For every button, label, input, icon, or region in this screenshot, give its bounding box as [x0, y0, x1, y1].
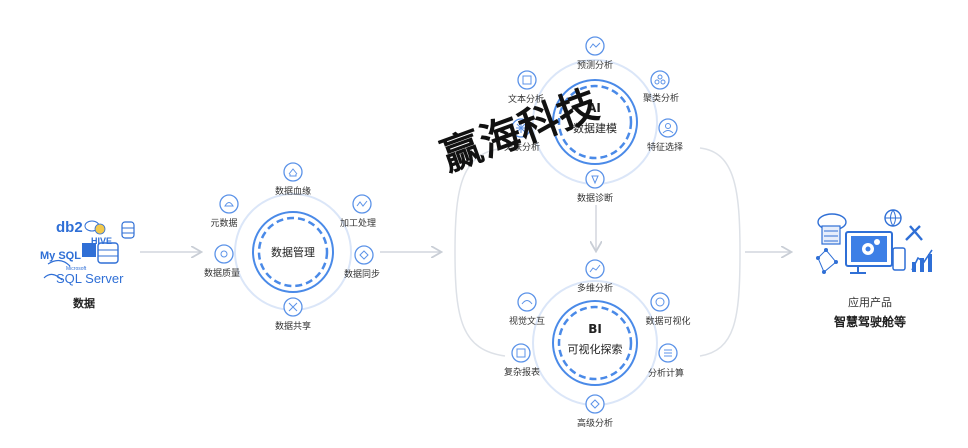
metadata-icon — [219, 194, 239, 214]
mgmt-node-quality: 数据质量 — [203, 269, 241, 279]
mgmt-node-processing: 加工处理 — [339, 219, 377, 229]
right-bracket — [699, 147, 741, 357]
cluster-icon — [650, 70, 670, 90]
bi-node-visualization: 数据可视化 — [645, 317, 691, 327]
ai-node-feature: 特征选择 — [646, 143, 684, 153]
sqlserver-logo: SQL Server — [56, 271, 124, 286]
lineage-icon — [283, 162, 303, 182]
ai-node-forecast: 预测分析 — [576, 61, 614, 71]
visualization-icon — [650, 292, 670, 312]
mgmt-node-sync: 数据同步 — [343, 270, 381, 280]
bi-group — [532, 280, 658, 406]
bi-node-advanced: 高级分析 — [576, 419, 614, 429]
bi-node-calculation: 分析计算 — [647, 369, 685, 379]
db2-logo: db2 — [56, 219, 83, 236]
bi-center-sub: 可视化探索 — [567, 343, 623, 356]
advanced-icon — [585, 394, 605, 414]
bi-node-visual-interaction: 视觉文互 — [508, 317, 546, 327]
ai-center-sub: 数据建模 — [573, 122, 617, 135]
source-label: 数据 — [73, 297, 95, 310]
output-sub: 智慧驾驶舱等 — [833, 315, 907, 329]
mysql-logo: My SQL — [40, 250, 81, 262]
mgmt-center-title: 数据管理 — [271, 246, 315, 259]
text-analysis-icon — [517, 70, 537, 90]
ai-node-association: 关联分析 — [503, 143, 541, 153]
ai-node-cluster: 聚类分析 — [642, 94, 680, 104]
output-illustration — [816, 209, 933, 274]
mgmt-node-lineage: 数据血缘 — [274, 187, 312, 197]
diagnosis-icon — [585, 169, 605, 189]
ai-node-diagnosis: 数据诊断 — [576, 194, 614, 204]
mgmt-node-metadata: 元数据 — [210, 219, 238, 229]
hive-logo: HIVE — [91, 236, 113, 246]
bi-node-multidim: 多维分析 — [576, 284, 614, 294]
quality-icon — [214, 244, 234, 264]
bi-node-report: 复杂报表 — [503, 368, 541, 378]
ai-node-text: 文本分析 — [507, 95, 545, 105]
output-label: 应用产品 — [848, 296, 892, 309]
ai-center-title: AI — [587, 101, 601, 115]
left-bracket — [454, 147, 506, 357]
bi-center-title: BI — [588, 322, 602, 336]
source-logos — [43, 220, 135, 281]
report-icon — [511, 343, 531, 363]
mgmt-node-share: 数据共享 — [274, 322, 312, 332]
sync-icon — [354, 245, 374, 265]
visual-interaction-icon — [517, 292, 537, 312]
microsoft-logo: Microsoft — [66, 266, 87, 272]
